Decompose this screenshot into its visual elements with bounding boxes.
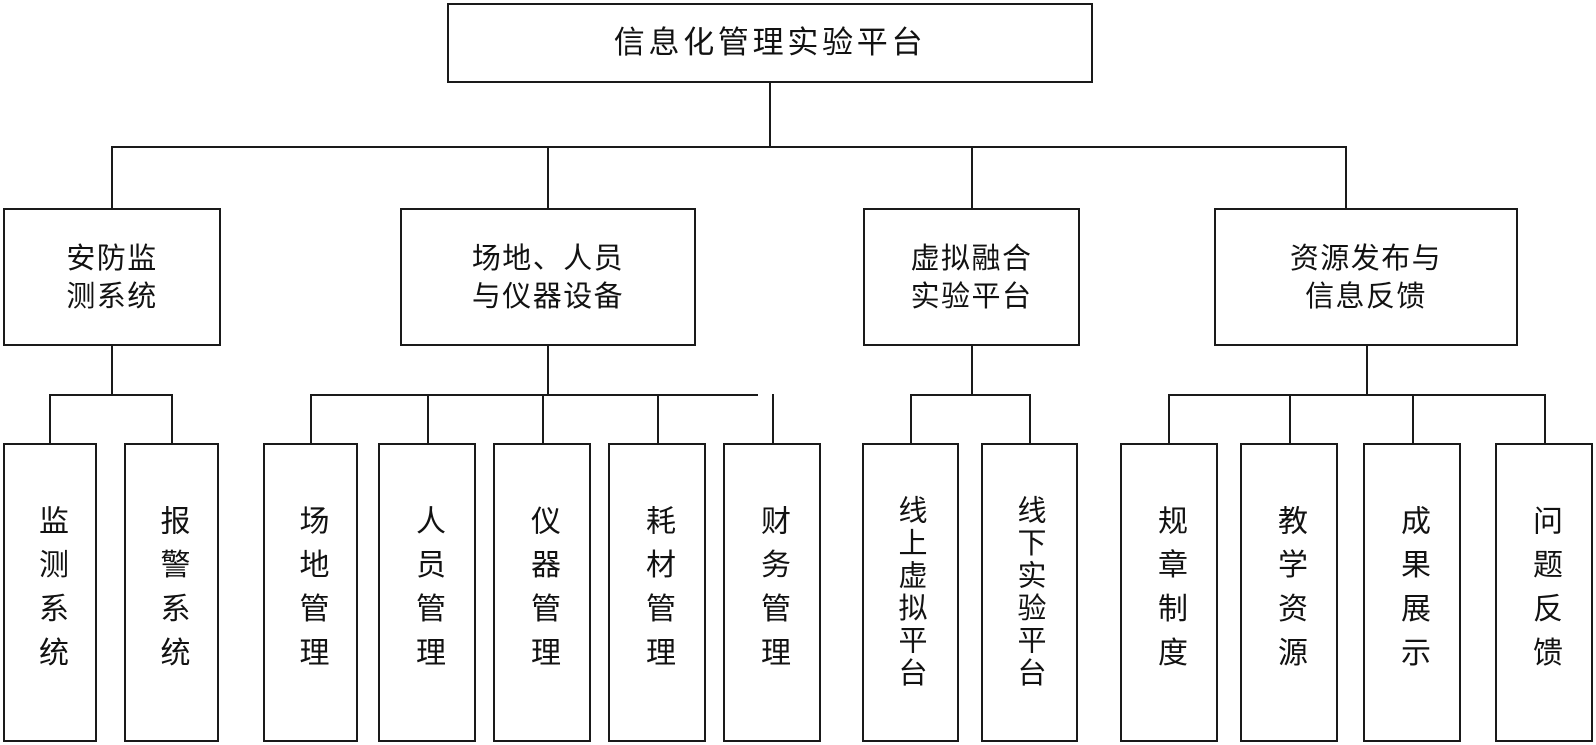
node-leaf-alarm-system-label: 报警系统 <box>154 504 190 681</box>
connector-branch-drop-4 <box>1345 146 1347 208</box>
node-leaf-online-virtual-platform-label: 线上虚拟平台 <box>894 495 928 690</box>
node-leaf-finance-management: 财务管理 <box>723 443 821 742</box>
node-leaf-rules-regulations-label: 规章制度 <box>1152 504 1187 681</box>
node-leaf-venue-management-label: 场地管理 <box>293 504 329 681</box>
node-leaf-issue-feedback-label: 问题反馈 <box>1527 504 1562 681</box>
connector-branch-drop-3 <box>971 146 973 208</box>
connector-branch-drop-2 <box>547 146 549 208</box>
connector-virtual-bus <box>910 394 1031 396</box>
node-leaf-alarm-system: 报警系统 <box>124 443 219 742</box>
connector-venue-leaf-drop-1 <box>310 394 312 443</box>
node-branch-virtual-fusion-label: 虚拟融合 实验平台 <box>910 240 1033 313</box>
connector-venue-leaf-drop-5 <box>772 394 774 443</box>
node-leaf-monitoring-system: 监测系统 <box>3 443 97 742</box>
connector-venue-bus <box>310 394 758 396</box>
connector-resource-leaf-drop-3 <box>1412 394 1414 443</box>
connector-venue-leaf-drop-4 <box>657 394 659 443</box>
node-leaf-online-virtual-platform: 线上虚拟平台 <box>862 443 959 742</box>
connector-virtual-stem <box>971 346 973 394</box>
connector-root-stem <box>769 83 771 146</box>
connector-virtual-leaf-drop-1 <box>910 394 912 443</box>
node-leaf-instrument-management: 仪器管理 <box>493 443 591 742</box>
connector-venue-stem <box>547 346 549 394</box>
node-branch-resource-feedback: 资源发布与 信息反馈 <box>1214 208 1518 346</box>
node-leaf-personnel-management-label: 人员管理 <box>410 504 445 681</box>
node-leaf-consumable-management-label: 耗材管理 <box>640 504 675 681</box>
connector-security-bus <box>49 394 173 396</box>
node-leaf-consumable-management: 耗材管理 <box>608 443 706 742</box>
node-root-label: 信息化管理实验平台 <box>613 24 927 61</box>
node-leaf-instrument-management-label: 仪器管理 <box>525 504 560 681</box>
connector-resource-leaf-drop-4 <box>1544 394 1546 443</box>
node-leaf-venue-management: 场地管理 <box>263 443 358 742</box>
node-branch-venue-personnel-equipment: 场地、人员 与仪器设备 <box>400 208 696 346</box>
connector-security-leaf-drop-1 <box>49 394 51 443</box>
connector-venue-leaf-drop-2 <box>427 394 429 443</box>
node-leaf-achievement-display-label: 成果展示 <box>1395 504 1430 681</box>
node-branch-security-label: 安防监 测系统 <box>66 240 158 313</box>
node-branch-resource-feedback-label: 资源发布与 信息反馈 <box>1289 240 1443 313</box>
node-leaf-teaching-resources: 教学资源 <box>1240 443 1338 742</box>
connector-venue-leaf-drop-3 <box>542 394 544 443</box>
connector-resource-bus <box>1168 394 1546 396</box>
node-branch-virtual-fusion: 虚拟融合 实验平台 <box>863 208 1080 346</box>
connector-resource-leaf-drop-2 <box>1289 394 1291 443</box>
node-leaf-issue-feedback: 问题反馈 <box>1495 443 1593 742</box>
connector-resource-stem <box>1366 346 1368 394</box>
node-root: 信息化管理实验平台 <box>447 3 1093 83</box>
connector-security-leaf-drop-2 <box>171 394 173 443</box>
node-leaf-achievement-display: 成果展示 <box>1363 443 1461 742</box>
node-leaf-rules-regulations: 规章制度 <box>1120 443 1218 742</box>
connector-security-stem <box>111 346 113 394</box>
node-leaf-offline-experiment-platform-label: 线下实验平台 <box>1013 495 1047 690</box>
node-leaf-monitoring-system-label: 监测系统 <box>33 504 68 681</box>
node-branch-venue-personnel-equipment-label: 场地、人员 与仪器设备 <box>471 240 625 313</box>
node-leaf-personnel-management: 人员管理 <box>378 443 476 742</box>
connector-resource-leaf-drop-1 <box>1168 394 1170 443</box>
connector-main-bus <box>111 146 1347 148</box>
node-leaf-offline-experiment-platform: 线下实验平台 <box>981 443 1078 742</box>
node-branch-security: 安防监 测系统 <box>3 208 221 346</box>
connector-branch-drop-1 <box>111 146 113 208</box>
node-leaf-finance-management-label: 财务管理 <box>755 504 790 681</box>
node-leaf-teaching-resources-label: 教学资源 <box>1272 504 1307 681</box>
connector-virtual-leaf-drop-2 <box>1029 394 1031 443</box>
